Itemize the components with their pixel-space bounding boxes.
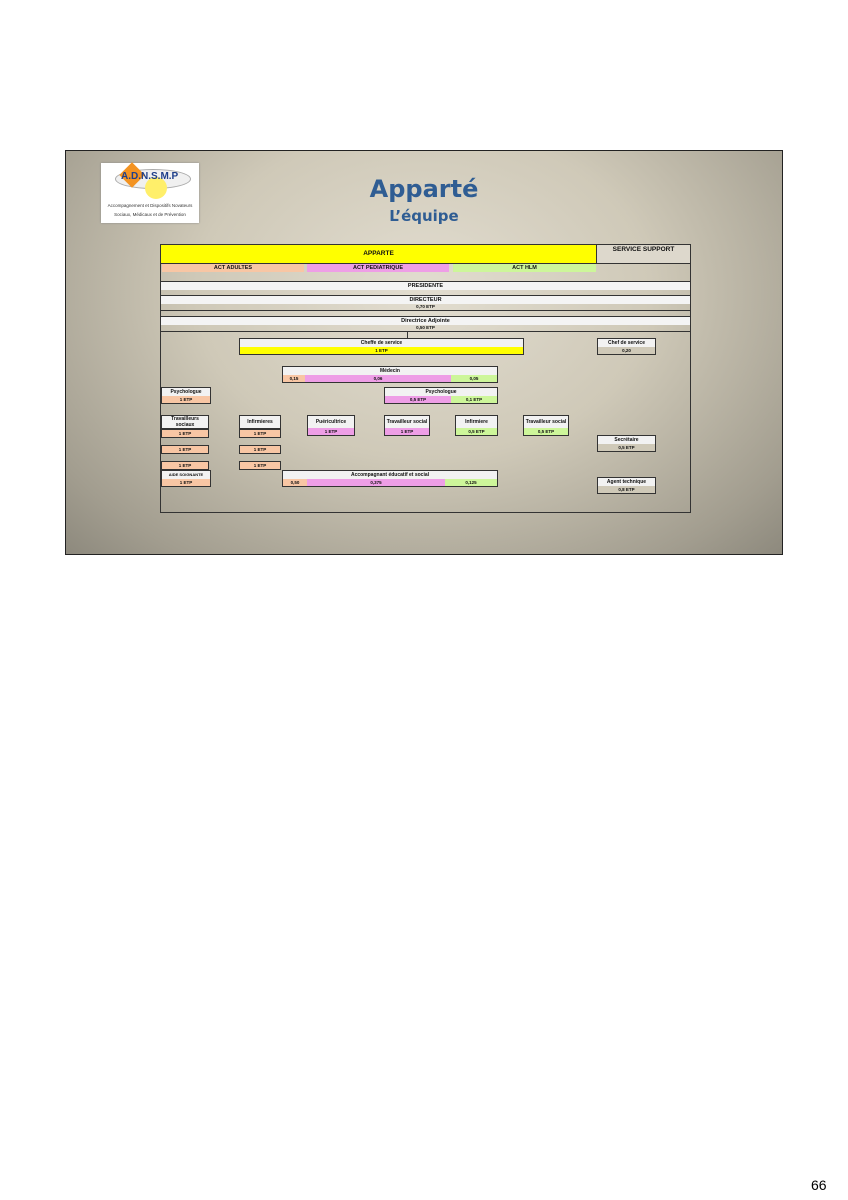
directeur-etp: 0,70 ETP [161, 303, 690, 311]
directrice-adjointe: Directrice Adjointe [161, 316, 690, 325]
org-chart: APPARTE SERVICE SUPPORT ACT ADULTES ACT … [160, 244, 691, 513]
logo-line1: Accompagnement et Dispositifs Novateurs [107, 203, 193, 208]
act-hlm: ACT HLM [453, 264, 596, 272]
act-adultes: ACT ADULTES [162, 264, 304, 272]
logo-line2: Sociaux, Médicaux et de Prévention [114, 212, 186, 217]
directeur: DIRECTEUR [161, 295, 690, 304]
slide-subtitle: L’équipe [389, 207, 459, 225]
service-support-header: SERVICE SUPPORT [597, 245, 690, 264]
slide: A.D.N.S.M.P Accompagnement et Dispositif… [65, 150, 783, 555]
slide-title: Apparté [369, 175, 479, 203]
act-pediatrique: ACT PEDIATRIQUE [307, 264, 449, 272]
directrice-etp: 0,50 ETP [161, 324, 690, 332]
presidente: PRESIDENTE [161, 281, 690, 290]
apparte-header: APPARTE [161, 245, 597, 264]
logo: A.D.N.S.M.P Accompagnement et Dispositif… [101, 162, 199, 223]
page-number: 66 [811, 1177, 827, 1193]
